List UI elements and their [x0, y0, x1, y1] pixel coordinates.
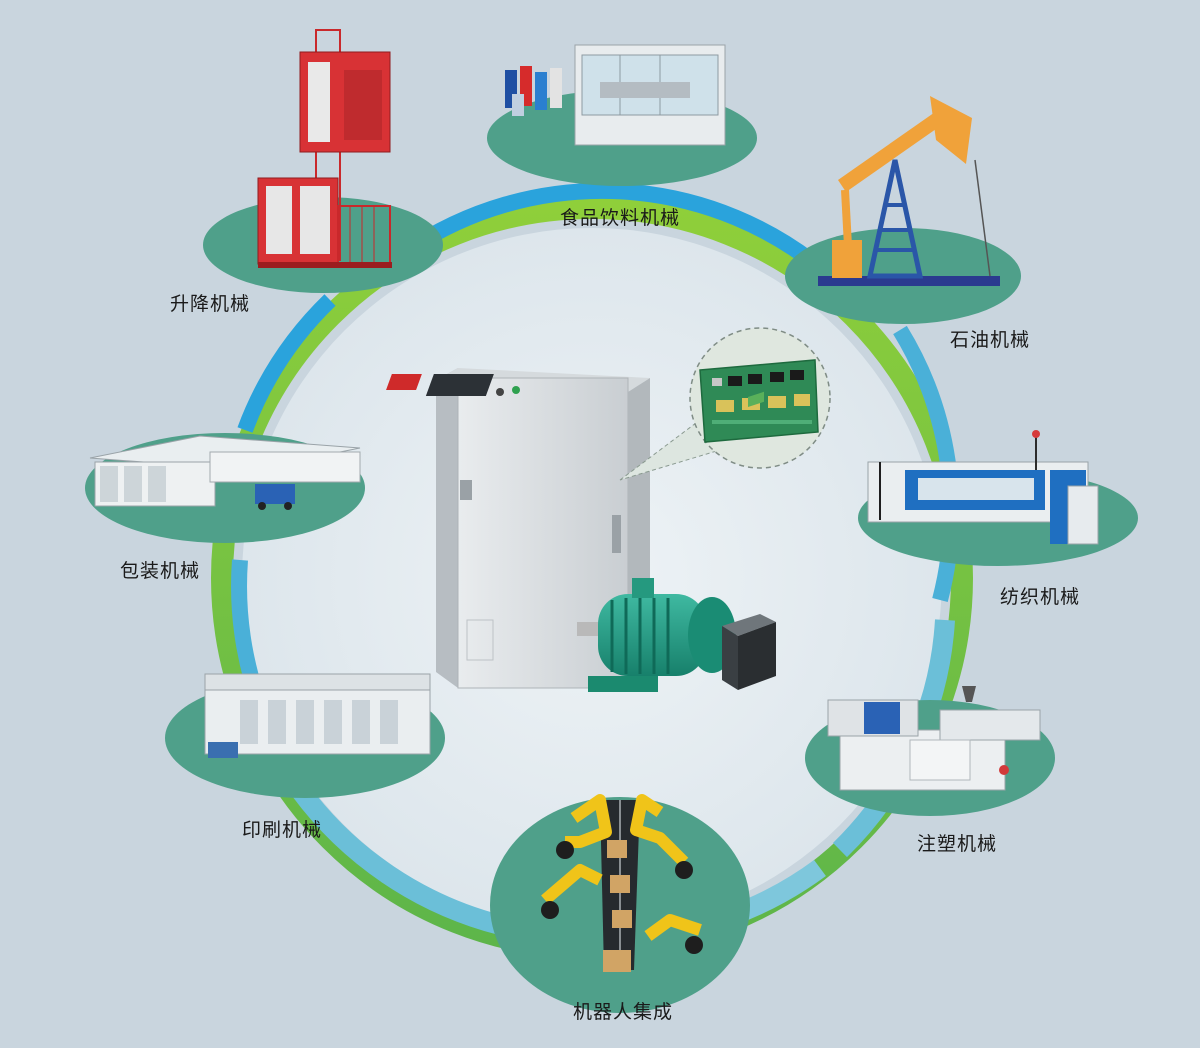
loom-icon	[867, 430, 1099, 545]
bottling-line-icon	[505, 44, 726, 146]
platform-textile	[858, 430, 1138, 566]
platform-robot	[490, 794, 750, 1013]
label-injection-machinery: 注塑机械	[916, 833, 998, 855]
injection-molder-icon	[827, 686, 1041, 791]
label-robot-integration: 机器人集成	[572, 1001, 674, 1023]
platform-packaging	[85, 433, 365, 543]
label-printing-machinery: 印刷机械	[241, 819, 323, 841]
pumpjack-icon	[818, 96, 1000, 286]
platform-petroleum	[785, 96, 1021, 324]
label-packaging-machinery: 包装机械	[119, 560, 201, 582]
label-hoist-machinery: 升降机械	[169, 293, 251, 315]
robot-arm-icon	[541, 794, 703, 972]
center-equipment	[386, 327, 831, 692]
blue-arc-top	[400, 182, 836, 283]
printing-press-icon	[204, 673, 431, 758]
control-cabinet	[386, 368, 650, 689]
blue-arc-left-upper	[237, 294, 336, 433]
platform-hoist	[203, 29, 443, 293]
label-petroleum-machinery: 石油机械	[949, 329, 1031, 351]
blue-arc-bottom-left	[291, 784, 503, 935]
platform-injection	[805, 686, 1055, 816]
packaging-machine-icon	[89, 435, 361, 510]
label-food-machinery: 食品饮料机械	[559, 207, 681, 229]
platform-food	[487, 44, 757, 186]
construction-hoist-icon	[257, 29, 392, 268]
frequency-drive	[722, 391, 776, 690]
platform-printing	[165, 673, 445, 798]
blue-arc-right-upper	[893, 325, 960, 603]
label-textile-machinery: 纺织机械	[999, 586, 1081, 608]
